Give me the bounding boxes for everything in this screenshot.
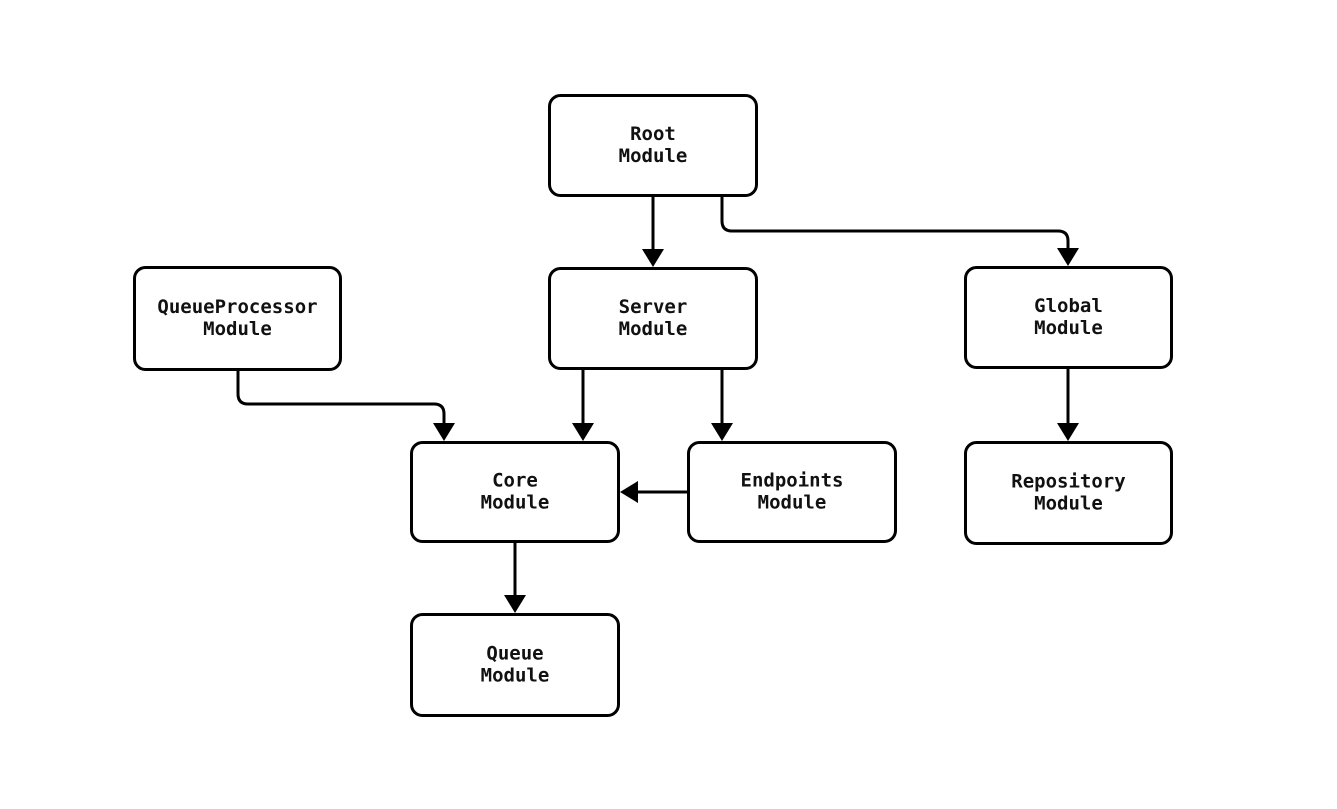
node-box[interactable] bbox=[548, 94, 758, 197]
arrowhead-icon bbox=[504, 595, 526, 613]
arrowhead-icon bbox=[1057, 248, 1079, 266]
node-box[interactable] bbox=[964, 441, 1173, 545]
edge-server-to-endpoints bbox=[711, 370, 733, 441]
node-label-primary: Repository bbox=[1011, 471, 1125, 493]
edge-endpoints-to-core bbox=[620, 481, 687, 503]
edge-queueprocessor-to-core bbox=[236, 371, 455, 441]
node-label-secondary: Module bbox=[481, 665, 550, 687]
arrowhead-icon bbox=[711, 423, 733, 441]
arrowhead-icon bbox=[642, 249, 664, 267]
arrowhead-icon bbox=[620, 481, 638, 503]
node-label-primary: Endpoints bbox=[741, 470, 844, 492]
edge-core-to-queue bbox=[504, 543, 526, 613]
node-box[interactable] bbox=[133, 266, 342, 371]
node-label-secondary: Module bbox=[1034, 317, 1103, 339]
node-label-primary: QueueProcessor bbox=[157, 296, 317, 318]
node-label-secondary: Module bbox=[619, 318, 688, 340]
edge-line bbox=[720, 197, 1070, 249]
edge-root-to-global bbox=[720, 197, 1079, 266]
node-label-primary: Global bbox=[1034, 295, 1103, 317]
node-label-primary: Server bbox=[619, 296, 688, 318]
node-label-primary: Root bbox=[630, 123, 676, 145]
edge-global-to-repository bbox=[1057, 369, 1079, 441]
node-box[interactable] bbox=[687, 441, 897, 543]
edge-line bbox=[236, 371, 446, 424]
node-label-secondary: Module bbox=[203, 318, 272, 340]
node-box[interactable] bbox=[548, 267, 758, 370]
arrowhead-icon bbox=[572, 423, 594, 441]
edge-layer bbox=[236, 197, 1079, 613]
node-label-secondary: Module bbox=[619, 145, 688, 167]
node-box[interactable] bbox=[964, 266, 1173, 369]
node-box[interactable] bbox=[410, 441, 620, 543]
node-box[interactable] bbox=[410, 613, 620, 717]
edge-server-to-core bbox=[572, 370, 594, 441]
node-label-secondary: Module bbox=[1034, 493, 1103, 515]
node-label-primary: Queue bbox=[486, 643, 543, 665]
node-label-secondary: Module bbox=[481, 492, 550, 514]
node-label-secondary: Module bbox=[758, 492, 827, 514]
node-label-primary: Core bbox=[492, 470, 538, 492]
arrowhead-icon bbox=[433, 423, 455, 441]
edge-root-to-server bbox=[642, 197, 664, 267]
node-layer: RootModuleQueueProcessorModuleServerModu… bbox=[133, 94, 1173, 717]
arrowhead-icon bbox=[1057, 423, 1079, 441]
